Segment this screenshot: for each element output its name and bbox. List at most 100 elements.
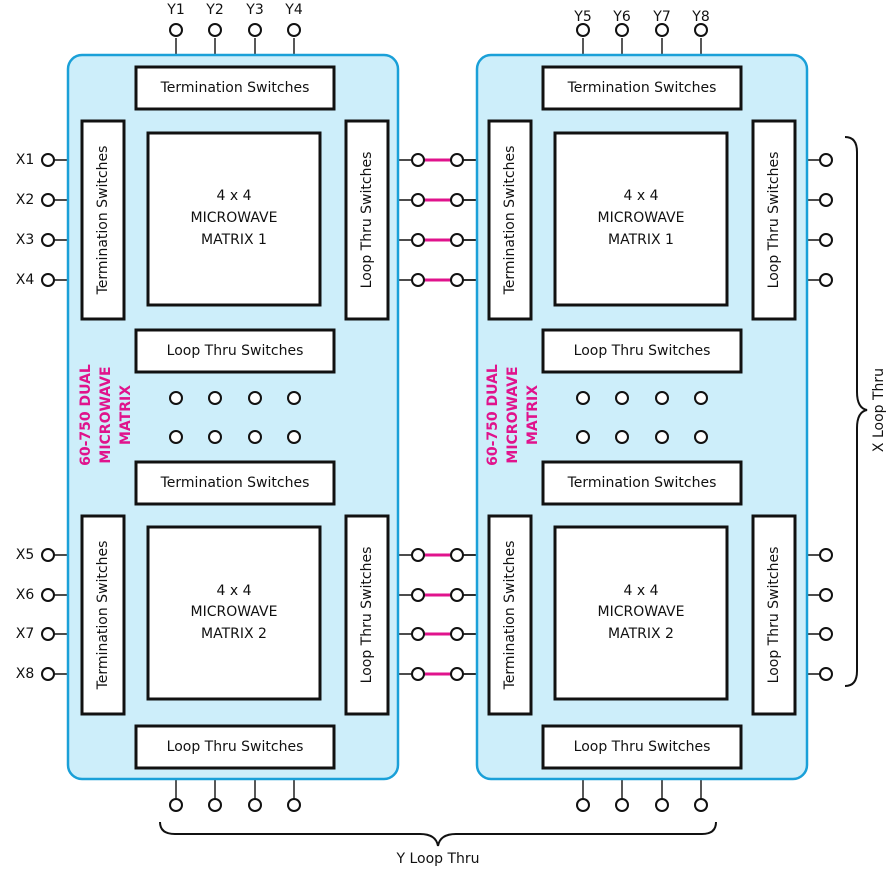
x-right-port — [819, 153, 833, 167]
left-link-port-lower — [208, 430, 222, 444]
left-termination-switches-left-bottom — [80, 514, 126, 716]
left-loop-thru-switches-bottom — [134, 724, 336, 770]
x-label-3: X3 — [16, 232, 35, 248]
right-loop-thru-switches-right-top-label: Loop Thru Switches — [766, 152, 782, 289]
left-y-bottom-port — [208, 798, 222, 812]
x-right-port — [819, 667, 833, 681]
left-matrix-2 — [146, 525, 322, 701]
left-matrix-1-line-2: MICROWAVE — [191, 210, 278, 226]
right-loop-thru-switches-right-top — [751, 119, 797, 321]
x-left-port — [41, 233, 55, 247]
y-loop-thru-label: Y Loop Thru — [395, 851, 479, 867]
right-y-bottom-port — [694, 798, 708, 812]
cross-link-port-left — [411, 627, 425, 641]
left-dual-label-line-2: MICROWAVE — [98, 366, 114, 463]
x-label-2: X2 — [16, 192, 35, 208]
right-loop-thru-switches-bottom — [541, 724, 743, 770]
x-right-port — [819, 233, 833, 247]
left-matrix-2-line-1: 4 x 4 — [217, 583, 252, 599]
left-termination-switches-top — [134, 65, 336, 111]
right-link-port-upper — [655, 391, 669, 405]
right-termination-switches-left-bottom — [487, 514, 533, 716]
left-link-port-upper — [169, 391, 183, 405]
right-matrix-1-line-2: MICROWAVE — [598, 210, 685, 226]
left-matrix-2-line-3: MATRIX 2 — [201, 626, 267, 642]
right-matrix-2-line-2: MICROWAVE — [598, 604, 685, 620]
x-label-7: X7 — [16, 626, 35, 642]
ports — [41, 23, 833, 812]
left-loop-thru-switches-right-bottom — [344, 514, 390, 716]
x-loop-brace — [844, 136, 868, 687]
x-right-port — [819, 548, 833, 562]
right-loop-thru-switches-bottom-label: Loop Thru Switches — [574, 739, 711, 755]
x-label-5: X5 — [16, 547, 35, 563]
x-label-4: X4 — [16, 272, 35, 288]
x-left-port — [41, 548, 55, 562]
left-link-port-lower — [169, 430, 183, 444]
y-top-label-6: Y6 — [612, 9, 631, 25]
x-label-6: X6 — [16, 587, 35, 603]
right-loop-thru-switches-right-bottom-label: Loop Thru Switches — [766, 547, 782, 684]
x-right-port — [819, 588, 833, 602]
left-loop-thru-switches-mid-label: Loop Thru Switches — [167, 343, 304, 359]
x-left-port — [41, 153, 55, 167]
x-left-port — [41, 667, 55, 681]
left-link-port-lower — [248, 430, 262, 444]
right-y-top-port — [694, 23, 708, 37]
left-matrix-1-line-1: 4 x 4 — [217, 188, 252, 204]
left-matrix-1-line-3: MATRIX 1 — [201, 232, 267, 248]
left-dual-label-line-1: 60-750 DUAL — [78, 364, 94, 466]
x-label-8: X8 — [16, 666, 35, 682]
y-top-label-4: Y4 — [284, 2, 303, 18]
cross-link-port-right — [450, 273, 464, 287]
right-dual-label-line-3: MATRIX — [525, 385, 541, 445]
cross-link-port-right — [450, 588, 464, 602]
left-termination-switches-left-top — [80, 119, 126, 321]
x-loop-thru-label: X Loop Thru — [871, 368, 887, 452]
y-loop-brace — [159, 821, 717, 847]
right-termination-switches-left-top — [487, 119, 533, 321]
left-link-port-lower — [287, 430, 301, 444]
y-top-label-2: Y2 — [205, 2, 223, 18]
x-label-1: X1 — [16, 152, 35, 168]
right-dual-label-line-1: 60-750 DUAL — [485, 364, 501, 466]
cross-link-port-right — [450, 193, 464, 207]
right-link-port-lower — [576, 430, 590, 444]
right-matrix-1-line-3: MATRIX 1 — [608, 232, 674, 248]
left-link-port-upper — [208, 391, 222, 405]
right-link-port-lower — [615, 430, 629, 444]
left-y-top-port — [248, 23, 262, 37]
y-top-label-5: Y5 — [573, 9, 591, 25]
right-matrix-1-line-1: 4 x 4 — [624, 188, 659, 204]
right-loop-thru-switches-mid-label: Loop Thru Switches — [574, 343, 711, 359]
left-termination-switches-left-bottom-label: Termination Switches — [95, 541, 111, 691]
right-matrix-2-line-3: MATRIX 2 — [608, 626, 674, 642]
right-termination-switches-mid — [541, 460, 743, 506]
left-loop-thru-switches-right-top — [344, 119, 390, 321]
right-y-top-port — [615, 23, 629, 37]
left-termination-switches-left-top-label: Termination Switches — [95, 146, 111, 296]
left-termination-switches-top-label: Termination Switches — [160, 80, 310, 96]
right-link-port-lower — [694, 430, 708, 444]
x-left-port — [41, 273, 55, 287]
right-link-port-upper — [576, 391, 590, 405]
left-dual-label-line-3: MATRIX — [118, 385, 134, 445]
left-y-bottom-port — [287, 798, 301, 812]
right-termination-switches-top — [541, 65, 743, 111]
left-link-port-upper — [287, 391, 301, 405]
cross-link-port-right — [450, 233, 464, 247]
x-left-port — [41, 588, 55, 602]
y-top-label-8: Y8 — [691, 9, 709, 25]
cross-link-port-left — [411, 153, 425, 167]
right-y-bottom-port — [615, 798, 629, 812]
y-top-label-7: Y7 — [652, 9, 670, 25]
cross-link-port-left — [411, 548, 425, 562]
right-matrix-1 — [553, 131, 729, 307]
right-y-top-port — [655, 23, 669, 37]
cross-link-port-left — [411, 233, 425, 247]
left-link-port-upper — [248, 391, 262, 405]
left-loop-thru-switches-right-top-label: Loop Thru Switches — [359, 152, 375, 289]
cross-link-port-left — [411, 273, 425, 287]
